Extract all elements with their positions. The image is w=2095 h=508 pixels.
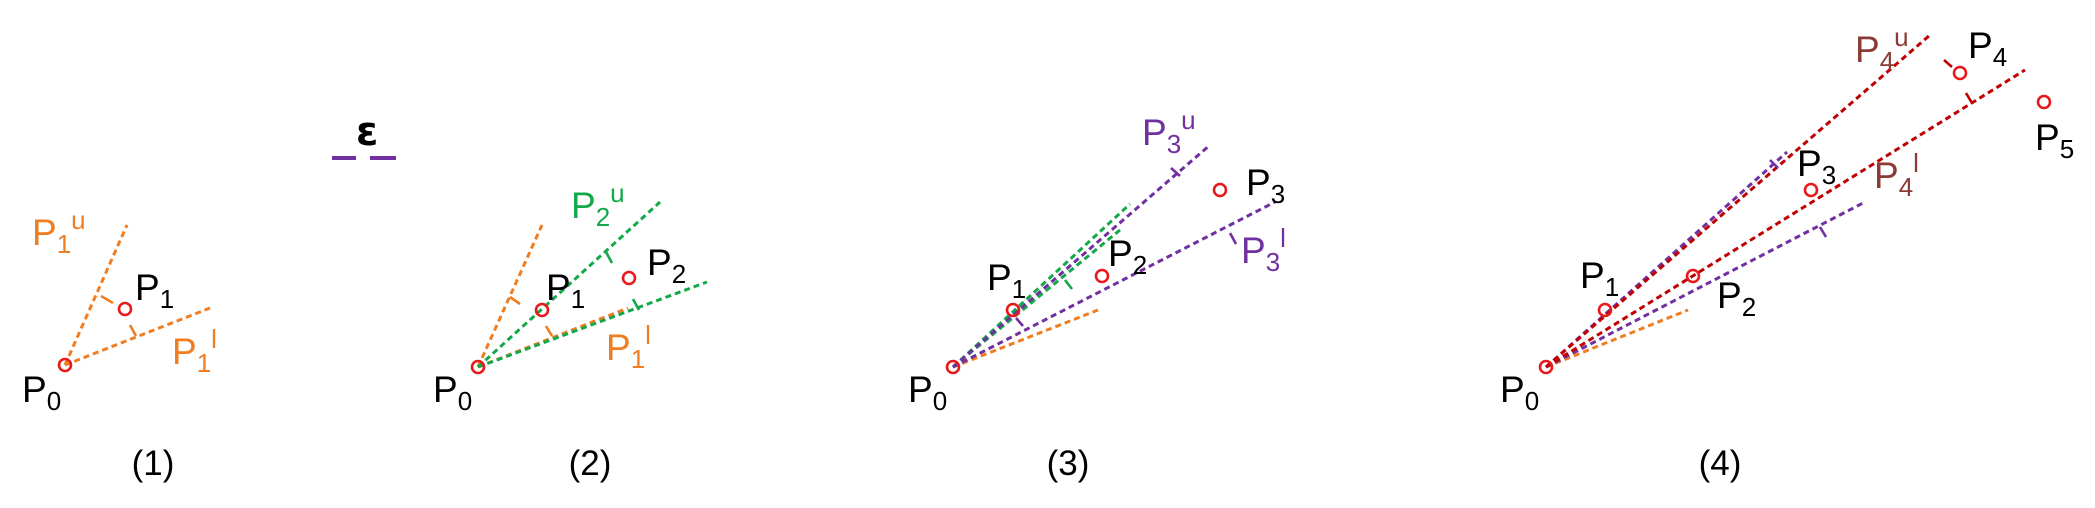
point-p1	[1005, 302, 1021, 318]
epsilon-tick-3a	[1170, 167, 1181, 177]
lower-bound-ray-1	[1545, 308, 1689, 369]
epsilon-tick-1b	[544, 325, 554, 337]
label-p4-upper: P4u	[1855, 22, 1909, 76]
epsilon-tick-1a	[1015, 317, 1024, 327]
upper-bound-ray	[63, 224, 129, 366]
point-p0	[1538, 359, 1554, 375]
upper-bound-ray-2	[476, 200, 662, 369]
point-p1	[117, 301, 133, 317]
lower-bound-ray-2	[952, 228, 1121, 369]
panel-caption: (1)	[132, 444, 175, 483]
label-p3-upper: P3u	[1142, 105, 1196, 159]
panel-4: P0 P1 P2 P3 P4 P5 P4u P4l (4)	[1500, 22, 2074, 483]
panel-1: P0 P1 P1u P1l (1)	[22, 205, 217, 483]
label-p5: P5	[2035, 117, 2074, 164]
panel-3: P0 P1 P2 P3 P3u P3l (3)	[908, 105, 1286, 483]
label-p2: P2	[1717, 275, 1756, 322]
label-p1: P1	[135, 267, 174, 314]
epsilon-tick-3a	[1769, 159, 1779, 169]
lower-bound-ray-1	[952, 308, 1099, 369]
epsilon-tick-lower	[128, 324, 138, 337]
epsilon-symbol: ε	[356, 109, 378, 155]
label-p3-lower: P3l	[1241, 223, 1286, 277]
lower-bound-ray-3	[952, 200, 1276, 369]
epsilon-legend: ε	[332, 109, 396, 160]
label-p1: P1	[546, 267, 585, 314]
point-p0	[470, 359, 486, 375]
label-p2-upper: P2u	[571, 178, 625, 232]
label-p0: P0	[22, 369, 61, 416]
panel-caption: (3)	[1047, 444, 1090, 483]
epsilon-tick-3b	[1228, 232, 1238, 245]
upper-bound-ray-1	[476, 224, 544, 368]
point-p5	[2036, 94, 2052, 110]
point-p3	[1803, 182, 1819, 198]
panel-caption: (4)	[1699, 444, 1742, 483]
label-p1: P1	[987, 257, 1026, 304]
point-p2	[1094, 268, 1110, 284]
label-p4: P4	[1968, 25, 2007, 72]
label-p3: P3	[1797, 143, 1836, 190]
point-p1	[534, 302, 550, 318]
lower-bound-ray-4	[1545, 68, 2026, 369]
epsilon-tick-4b	[1964, 92, 1974, 104]
label-p2: P2	[1108, 233, 1147, 280]
upper-bound-ray-3	[952, 143, 1211, 369]
lower-bound-ray-1	[477, 306, 629, 369]
point-p1	[1597, 302, 1613, 318]
point-p0	[57, 357, 73, 373]
point-p3	[1212, 182, 1228, 198]
label-p1-lower: P1l	[606, 320, 651, 374]
label-p0: P0	[908, 369, 947, 416]
panel-2: P0 P1 P2 P2u P1l (2)	[433, 178, 708, 483]
label-p2: P2	[647, 242, 686, 289]
label-p3: P3	[1246, 162, 1285, 209]
label-p1-lower: P1l	[172, 324, 217, 378]
lower-bound-ray	[64, 306, 211, 367]
epsilon-tick-1a	[509, 295, 521, 306]
point-p2	[621, 270, 637, 286]
label-p4-lower: P4l	[1874, 148, 1919, 202]
epsilon-tick-2b	[631, 298, 641, 311]
label-p0: P0	[433, 369, 472, 416]
upper-bound-ray-2	[951, 202, 1132, 369]
point-p4	[1952, 65, 1968, 81]
epsilon-tick-2a	[604, 251, 614, 264]
panel-caption: (2)	[569, 444, 612, 483]
epsilon-tick-3b	[1818, 226, 1828, 238]
epsilon-tick-4a	[1943, 59, 1953, 68]
label-p0: P0	[1500, 369, 1539, 416]
point-p2	[1685, 268, 1701, 284]
label-p1-upper: P1u	[32, 205, 86, 259]
epsilon-tick-upper	[100, 294, 114, 305]
label-p1: P1	[1580, 255, 1619, 302]
point-p0	[945, 359, 961, 375]
epsilon-tick-1b	[1063, 279, 1074, 290]
upper-bound-ray-4	[1545, 33, 1931, 369]
lower-bound-ray-2	[477, 280, 708, 369]
